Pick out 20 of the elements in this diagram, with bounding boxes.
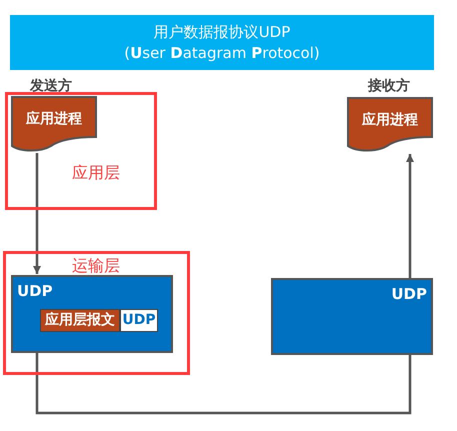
segment-box [11,275,173,353]
message-cell: 应用层报文 [40,309,120,332]
process-label: 应用进程 [360,111,419,129]
title-label: 用户数据报协议UDP [154,22,290,42]
protocol-label: UDP [391,285,427,303]
layer-label: 应用层 [72,163,120,184]
header-cell: UDP [120,309,158,332]
protocol-label: UDP [17,282,53,300]
segment-box [271,278,433,355]
layer-label: 运输层 [72,256,120,277]
side-label: 接收方 [368,77,410,95]
arrow [33,153,41,274]
connector-line [36,353,412,414]
layer-frame [3,251,190,375]
side-label: 发送方 [30,77,72,95]
arrow [406,154,414,278]
title-label: (User Datagram Protocol) [124,42,320,64]
process-label: 应用进程 [24,110,83,128]
title-banner [10,15,434,70]
layer-frame [5,92,157,210]
